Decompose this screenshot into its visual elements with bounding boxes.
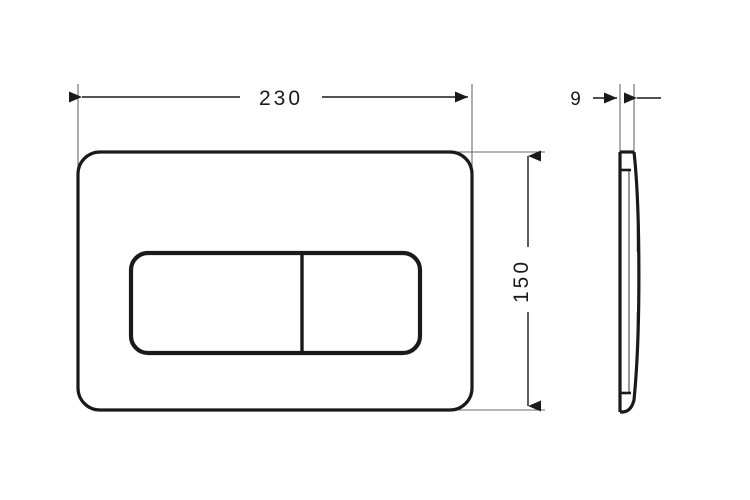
front-view [76, 150, 474, 412]
dimension-label-depth: 9 [570, 89, 582, 110]
front-view-plate-outline [76, 150, 474, 412]
dimension-width-230: 230 [69, 87, 468, 110]
extension-lines [77, 84, 635, 411]
dimension-label-width: 230 [259, 87, 303, 110]
dimension-label-height: 150 [510, 259, 533, 303]
side-view-face-curve [621, 151, 641, 414]
dimension-height-150: 150 [510, 150, 541, 412]
front-view-button-outline [128, 250, 423, 356]
side-view [618, 150, 641, 414]
dimension-depth-9: 9 [570, 89, 661, 110]
